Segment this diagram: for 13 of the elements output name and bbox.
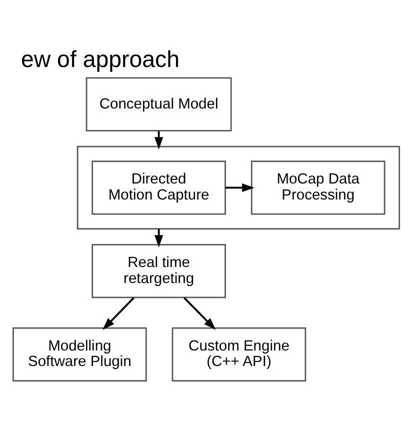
- diagram-title: ew of approach: [20, 46, 180, 72]
- arrow: [224, 182, 254, 192]
- arrow: [154, 130, 163, 149]
- node-box: MoCap Data Processing: [250, 160, 385, 214]
- node-box: Real time retargeting: [91, 244, 226, 298]
- arrow: [102, 296, 134, 330]
- node-box: Modelling Software Plugin: [12, 326, 146, 381]
- arrow: [154, 228, 163, 247]
- node-box: Directed Motion Capture: [91, 160, 226, 214]
- node-box: Conceptual Model: [85, 76, 232, 131]
- node-box: Custom Engine (C++ API): [171, 326, 306, 381]
- cluster: [76, 145, 400, 230]
- arrow: [183, 296, 216, 330]
